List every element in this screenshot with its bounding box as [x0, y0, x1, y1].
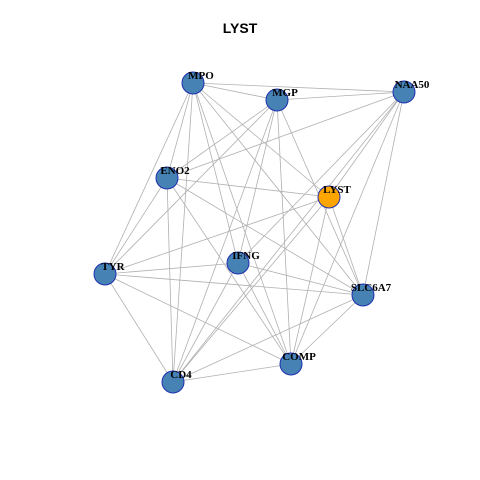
- edge-mpo-ifng: [192, 82, 239, 264]
- edge-mgp-comp: [276, 99, 292, 365]
- node-tyr: [93, 262, 117, 286]
- edge-lyst-slc6a7: [328, 196, 364, 296]
- edge-mpo-lyst: [192, 82, 330, 198]
- edge-ifng-slc6a7: [237, 262, 364, 296]
- edge-mgp-ifng: [237, 99, 278, 264]
- edge-comp-cd4: [172, 363, 292, 383]
- node-slc6a7: [351, 283, 375, 307]
- node-naa50: [392, 80, 416, 104]
- edge-eno2-tyr: [104, 177, 168, 275]
- edge-eno2-slc6a7: [166, 177, 364, 296]
- edge-eno2-comp: [166, 177, 292, 365]
- edge-mpo-naa50: [192, 82, 405, 93]
- edge-naa50-eno2: [166, 91, 405, 179]
- edge-eno2-cd4: [166, 177, 174, 383]
- node-comp: [279, 352, 303, 376]
- edge-ifng-tyr: [104, 262, 239, 275]
- edge-slc6a7-comp: [290, 294, 364, 365]
- nodes-layer: [93, 71, 416, 394]
- edge-naa50-comp: [290, 91, 405, 365]
- edge-mpo-cd4: [172, 82, 194, 383]
- node-label-naa50: NAA50: [395, 79, 430, 91]
- edge-eno2-lyst: [166, 177, 330, 198]
- edge-naa50-ifng: [237, 91, 405, 264]
- edge-lyst-cd4: [172, 196, 330, 383]
- node-label-ifng: IFNG: [232, 250, 260, 262]
- edge-mpo-tyr: [104, 82, 194, 275]
- edge-ifng-comp: [237, 262, 292, 365]
- edge-naa50-slc6a7: [362, 91, 405, 296]
- edge-mpo-mgp: [192, 82, 278, 101]
- edge-lyst-tyr: [104, 196, 330, 275]
- edge-mgp-cd4: [172, 99, 278, 383]
- edge-lyst-comp: [290, 196, 330, 365]
- node-label-mpo: MPO: [188, 70, 214, 82]
- edge-naa50-cd4: [172, 91, 405, 383]
- edge-mpo-eno2: [166, 82, 194, 179]
- node-label-lyst: LYST: [323, 184, 351, 196]
- edge-mgp-tyr: [104, 99, 278, 275]
- node-label-tyr: TYR: [101, 261, 125, 273]
- edge-mgp-naa50: [276, 91, 405, 101]
- edge-slc6a7-cd4: [172, 294, 364, 383]
- node-label-mgp: MGP: [272, 87, 298, 99]
- edge-mpo-comp: [192, 82, 292, 365]
- edge-naa50-lyst: [328, 91, 405, 198]
- edge-tyr-cd4: [104, 273, 174, 383]
- node-eno2: [155, 166, 179, 190]
- edge-tyr-slc6a7: [104, 273, 364, 296]
- node-label-comp: COMP: [282, 351, 316, 363]
- edge-mgp-eno2: [166, 99, 278, 179]
- edge-tyr-comp: [104, 273, 292, 365]
- node-cd4: [161, 370, 185, 394]
- graph-title: LYST: [222, 20, 258, 36]
- node-mgp: [265, 88, 289, 112]
- node-mpo: [181, 71, 205, 95]
- node-label-slc6a7: SLC6A7: [351, 282, 392, 294]
- node-lyst: [317, 185, 341, 209]
- edges-layer: [104, 82, 405, 383]
- node-ifng: [226, 251, 250, 275]
- node-label-cd4: CD4: [170, 369, 192, 381]
- node-label-eno2: ENO2: [160, 165, 190, 177]
